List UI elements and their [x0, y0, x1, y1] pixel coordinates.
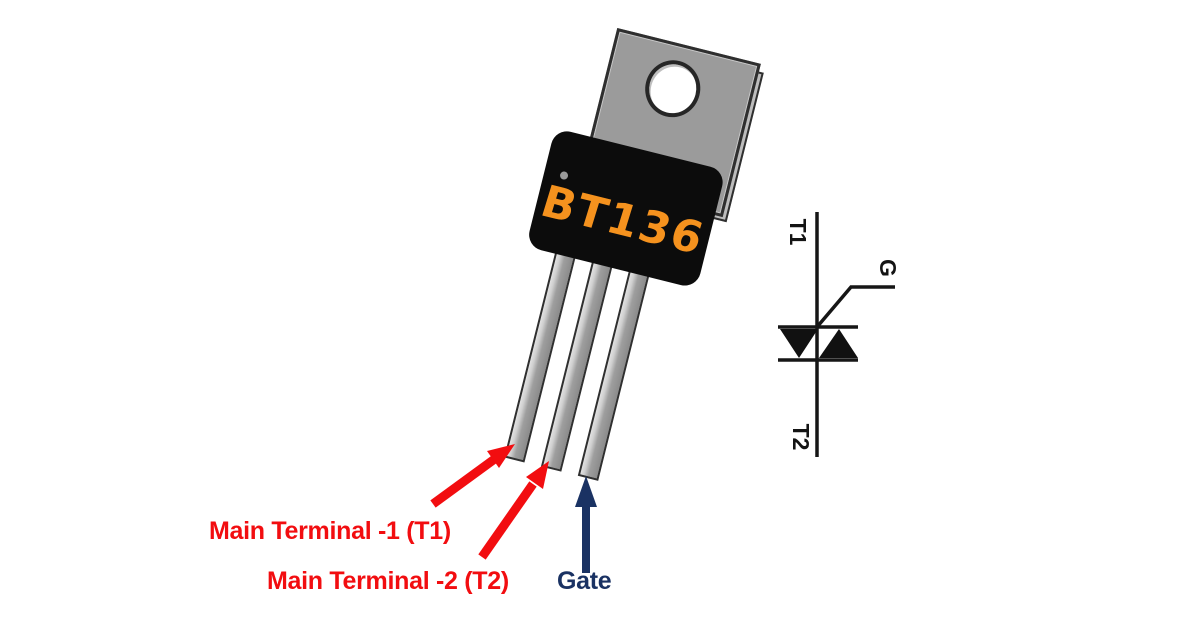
triac-symbol: [778, 212, 895, 457]
symbol-label-t2: T2: [788, 423, 815, 451]
symbol-label-t1: T1: [785, 218, 812, 246]
label-main-terminal-1: Main Terminal -1 (T1): [209, 517, 451, 545]
label-main-terminal-2: Main Terminal -2 (T2): [267, 567, 509, 595]
symbol-triangle-up: [819, 329, 858, 358]
t2-arrow: [478, 461, 549, 560]
gate-arrow: [575, 476, 597, 573]
label-gate: Gate: [557, 567, 612, 595]
symbol-triangle-down: [780, 329, 818, 358]
t1-arrow: [430, 444, 515, 508]
symbol-gate-lead: [815, 285, 895, 329]
symbol-label-g: G: [875, 259, 902, 277]
